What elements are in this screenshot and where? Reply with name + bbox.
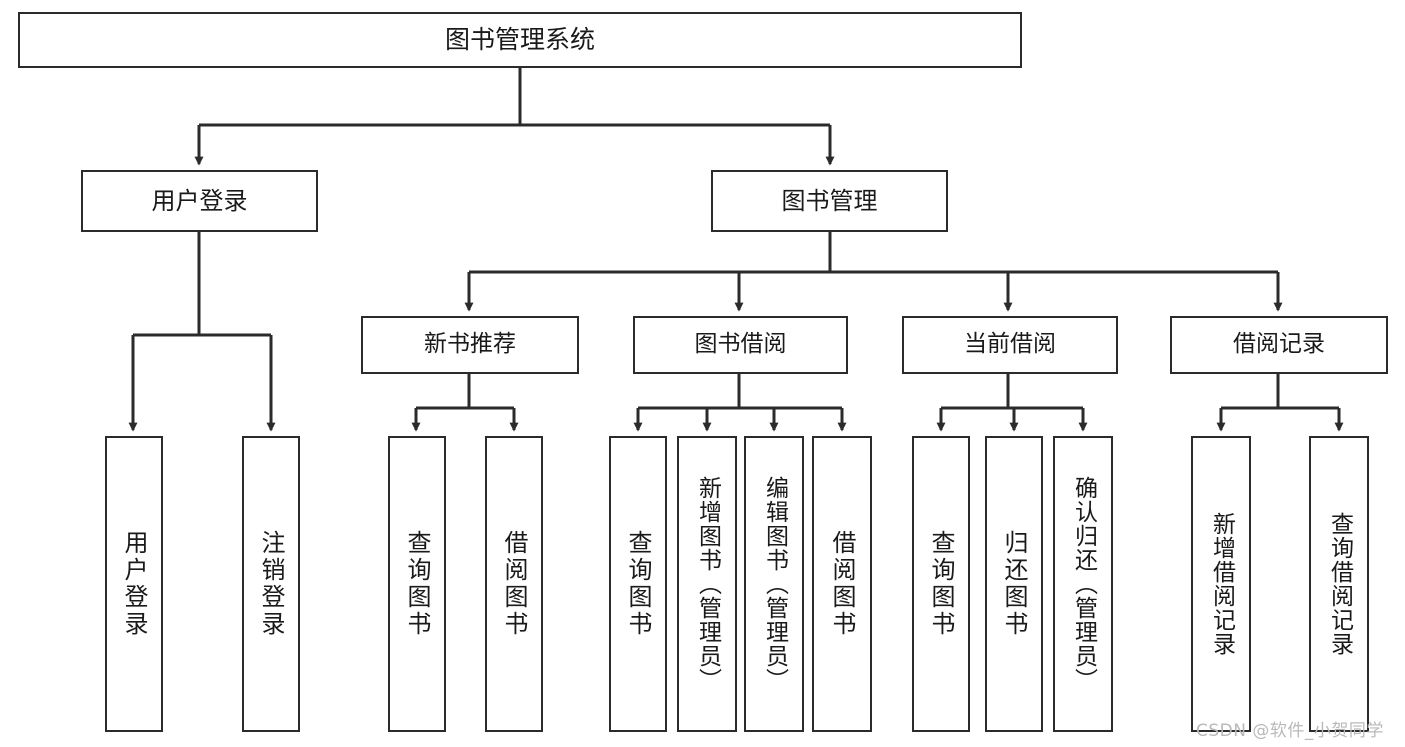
- leaf-query-book-newbook[interactable]: 查询图书: [388, 436, 446, 732]
- node-new-book-recommend[interactable]: 新书推荐: [361, 316, 579, 374]
- node-new-book-recommend-label: 新书推荐: [424, 331, 516, 358]
- node-book-management-label: 图书管理: [781, 186, 878, 215]
- leaf-return-book[interactable]: 归还图书: [985, 436, 1043, 732]
- leaf-edit-book-admin[interactable]: 编辑图书（管理员）: [744, 436, 804, 732]
- leaf-edit-book-admin-label: 编辑图书（管理员）: [761, 476, 788, 692]
- node-borrow-records-label: 借阅记录: [1233, 331, 1325, 358]
- leaf-user-login[interactable]: 用户登录: [105, 436, 163, 732]
- leaf-logout[interactable]: 注销登录: [242, 436, 300, 732]
- leaf-add-book-admin[interactable]: 新增图书（管理员）: [677, 436, 737, 732]
- leaf-query-book-newbook-label: 查询图书: [403, 530, 431, 638]
- leaf-add-book-admin-label: 新增图书（管理员）: [694, 476, 721, 692]
- leaf-logout-label: 注销登录: [257, 530, 285, 638]
- leaf-query-book-current-label: 查询图书: [927, 530, 955, 638]
- node-book-borrow-label: 图书借阅: [694, 331, 787, 358]
- node-current-borrow[interactable]: 当前借阅: [902, 316, 1118, 374]
- leaf-borrow-book-borrow[interactable]: 借阅图书: [812, 436, 872, 732]
- leaf-query-borrow-record[interactable]: 查询借阅记录: [1309, 436, 1369, 732]
- leaf-return-book-label: 归还图书: [1000, 530, 1028, 638]
- leaf-confirm-return-admin[interactable]: 确认归还（管理员）: [1053, 436, 1113, 732]
- leaf-user-login-label: 用户登录: [120, 530, 148, 638]
- leaf-borrow-book-newbook-label: 借阅图书: [500, 530, 528, 638]
- leaf-borrow-book-newbook[interactable]: 借阅图书: [485, 436, 543, 732]
- node-user-login[interactable]: 用户登录: [81, 170, 318, 232]
- node-book-management[interactable]: 图书管理: [711, 170, 948, 232]
- node-root-label: 图书管理系统: [444, 25, 595, 55]
- node-user-login-label: 用户登录: [151, 186, 248, 215]
- leaf-add-borrow-record[interactable]: 新增借阅记录: [1191, 436, 1251, 732]
- node-current-borrow-label: 当前借阅: [964, 331, 1056, 358]
- leaf-query-book-borrow-label: 查询图书: [624, 530, 652, 638]
- node-borrow-records[interactable]: 借阅记录: [1170, 316, 1388, 374]
- leaf-confirm-return-admin-label: 确认归还（管理员）: [1070, 476, 1097, 692]
- leaf-query-book-current[interactable]: 查询图书: [912, 436, 970, 732]
- leaf-query-book-borrow[interactable]: 查询图书: [609, 436, 667, 732]
- leaf-borrow-book-borrow-label: 借阅图书: [828, 530, 856, 638]
- node-root-system[interactable]: 图书管理系统: [18, 12, 1022, 68]
- csdn-watermark: CSDN @软件_小贺同学: [1196, 721, 1384, 741]
- leaf-add-borrow-record-label: 新增借阅记录: [1208, 512, 1235, 656]
- node-book-borrow[interactable]: 图书借阅: [633, 316, 848, 374]
- leaf-query-borrow-record-label: 查询借阅记录: [1326, 512, 1353, 656]
